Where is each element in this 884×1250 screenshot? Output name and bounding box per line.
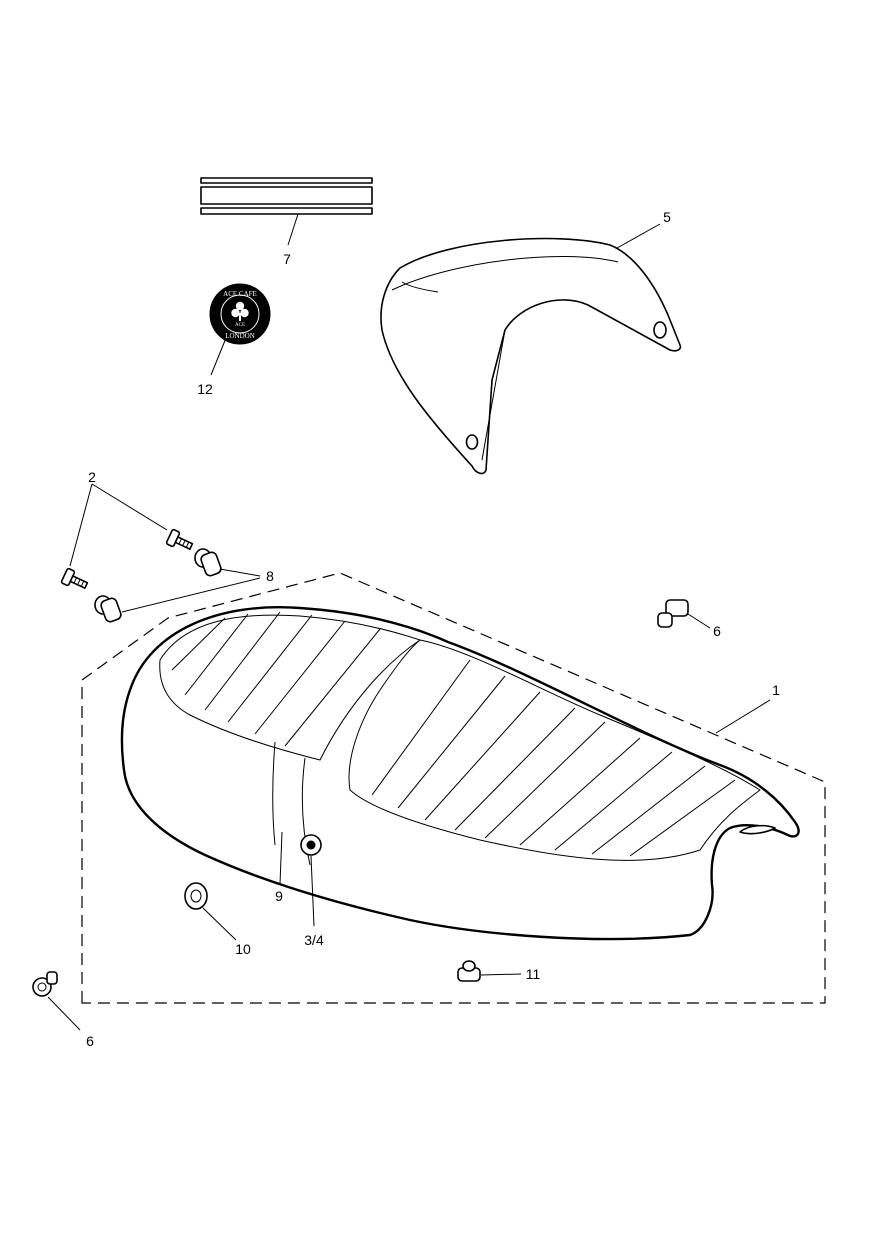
callout-11: 11 — [526, 966, 541, 982]
shoulder-screw-left — [32, 971, 58, 997]
screw-lower — [60, 567, 89, 589]
club-icon — [231, 301, 249, 321]
seat-pleat-lines — [171, 611, 736, 857]
seat-cowl — [380, 237, 682, 475]
shoulder-screw-right — [657, 599, 689, 628]
bump-stop — [457, 960, 481, 982]
seat — [120, 606, 800, 941]
badge-text-center: ACE — [235, 323, 245, 328]
trim-strips — [200, 177, 373, 215]
washer — [184, 882, 208, 910]
screw-upper — [165, 528, 194, 550]
callout-2: 2 — [88, 469, 96, 485]
badge-text-bottom: LONDON — [225, 332, 255, 340]
callout-9: 9 — [275, 888, 283, 904]
callout-1: 1 — [772, 682, 780, 698]
seat-grommet — [300, 834, 322, 856]
callout-7: 7 — [283, 251, 291, 267]
callout-3-4: 3/4 — [304, 932, 324, 948]
seat-kit-boundary — [81, 572, 826, 1004]
spacer-lower — [94, 595, 122, 623]
badge-text-top: ACE CAFE — [223, 290, 257, 298]
ace-cafe-badge: ACE CAFE LONDON ACE — [209, 283, 271, 345]
callout-6-left: 6 — [86, 1033, 94, 1049]
spacer-upper — [194, 548, 222, 577]
callout-12: 12 — [197, 381, 213, 397]
callout-10: 10 — [235, 941, 251, 957]
callout-5: 5 — [663, 209, 671, 225]
callout-8: 8 — [266, 568, 274, 584]
callout-6-right: 6 — [713, 623, 721, 639]
